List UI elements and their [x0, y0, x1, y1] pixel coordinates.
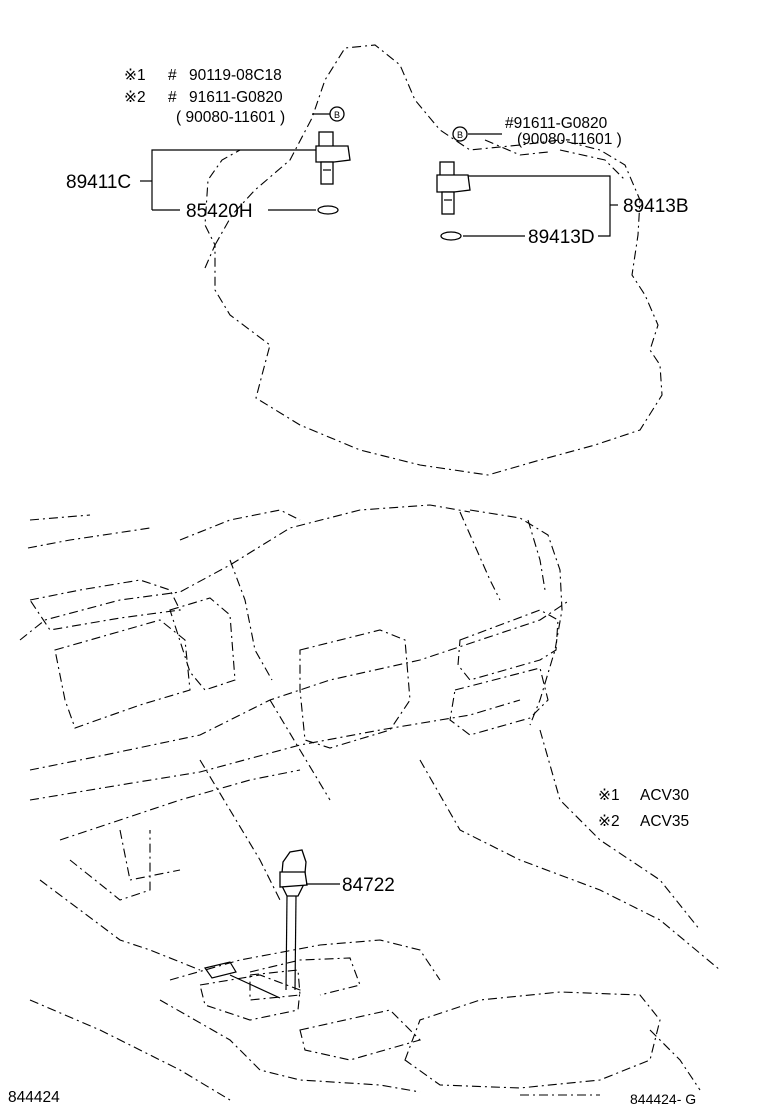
left-sensor-group: ※1 # 90119-08C18 ※2 # 91611-G0820 ( 9008… — [66, 67, 351, 222]
bolt-letter-right: B — [457, 130, 463, 140]
note2-hash: # — [168, 89, 177, 106]
bracket-left — [151, 149, 316, 210]
note1-mark: ※1 — [124, 67, 146, 84]
legend-item1-text: ACV30 — [640, 787, 689, 804]
shift-lever-shaft — [285, 895, 288, 991]
legend-item2-mark: ※2 — [598, 813, 620, 830]
speed-sensor-right-icon — [436, 161, 471, 215]
oring-right-label: 89413D — [528, 227, 595, 248]
shifter-switch-label: 84722 — [342, 875, 395, 896]
legend-item1-mark: ※1 — [598, 787, 620, 804]
bracket-right — [468, 175, 611, 237]
note1-hash: # — [168, 67, 177, 84]
bolt-letter-left: B — [334, 110, 340, 120]
sensor-left-label: 89411C — [66, 172, 131, 193]
oring-left-icon — [317, 205, 339, 215]
transaxle-housing-outline — [204, 44, 663, 476]
note1-part-number: 90119-08C18 — [189, 67, 282, 84]
footer-right-code: 844424- G — [630, 1091, 696, 1107]
shifter-switch-icon — [279, 871, 308, 888]
oring-left-label: 85420H — [186, 201, 253, 222]
sensor-right-label: 89413B — [623, 196, 689, 217]
bolt-icon-right — [452, 126, 468, 142]
applicability-legend: ※1 ACV30 ※2 ACV35 — [598, 787, 689, 830]
legend-item2-text: ACV35 — [640, 813, 689, 830]
footer-left-code: 844424 — [8, 1089, 60, 1106]
note2-part-number: 91611-G0820 — [189, 89, 283, 106]
oring-right-icon — [440, 231, 462, 241]
note2-mark: ※2 — [124, 89, 146, 106]
note3-part-number: ( 90080-11601 ) — [176, 109, 285, 126]
speed-sensor-left-icon — [315, 131, 351, 185]
right-hash-part-number: #91611-G0820 — [505, 115, 608, 132]
shift-lever-group: 84722 — [204, 849, 395, 1001]
dashboard-console-outline — [19, 504, 721, 1101]
right-sensor-group: B #91611-G0820 (90080-11601 ) 89413B 894… — [436, 115, 689, 248]
right-paren-part-number: (90080-11601 ) — [517, 131, 622, 148]
bolt-icon-left — [329, 106, 345, 122]
